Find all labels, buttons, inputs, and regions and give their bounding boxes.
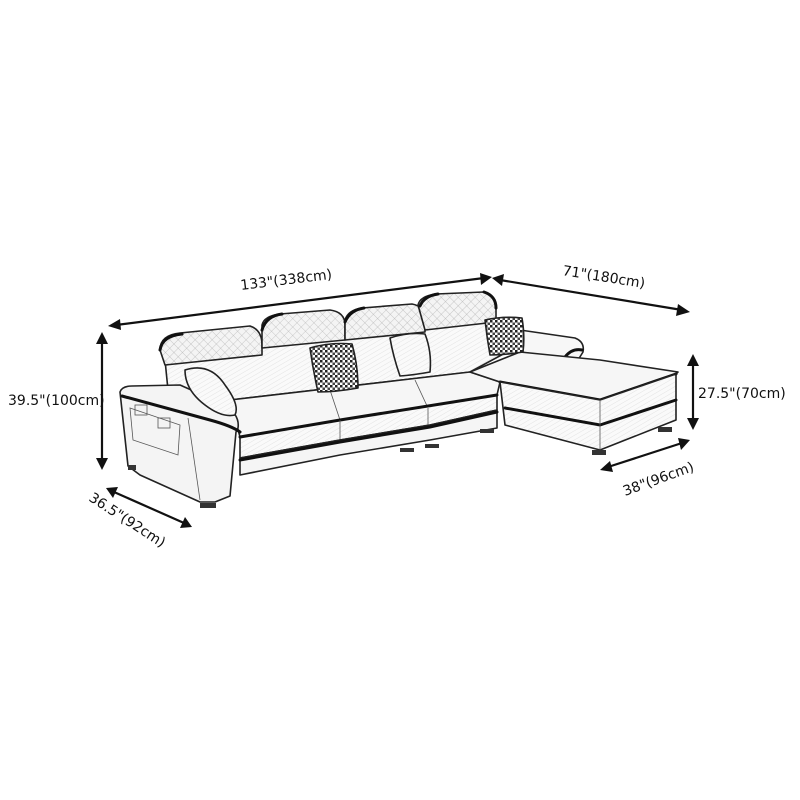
chaise-length-arrow xyxy=(492,274,690,316)
chaise-depth-arrow xyxy=(600,438,690,472)
pillow-plain xyxy=(389,332,432,377)
overall-height-arrow xyxy=(96,332,108,470)
total-length-label: 133"(338cm) xyxy=(240,267,333,294)
chaise-height-arrow xyxy=(687,354,699,430)
side-pocket-2 xyxy=(157,417,171,429)
sofa-illustration xyxy=(119,290,679,508)
chaise-depth-label: 38"(96cm) xyxy=(621,459,696,499)
seat-depth-arrow xyxy=(106,487,192,528)
leg xyxy=(400,448,414,452)
leg xyxy=(128,465,136,470)
leg xyxy=(480,429,494,433)
dimension-arrows xyxy=(96,273,699,528)
leg xyxy=(592,450,606,455)
pillow-left xyxy=(184,367,238,417)
seat-depth-label: 36.5"(92cm) xyxy=(86,490,168,551)
chaise-length-label: 71"(180cm) xyxy=(561,263,646,292)
leg xyxy=(200,503,216,508)
pillow-houndstooth-2 xyxy=(484,316,525,356)
leg xyxy=(425,444,439,448)
overall-height-label: 39.5"(100cm) xyxy=(8,393,105,409)
leg xyxy=(658,427,672,432)
chaise-height-label: 27.5"(70cm) xyxy=(698,386,786,402)
total-length-arrow xyxy=(108,273,492,330)
pillow-houndstooth-1 xyxy=(309,342,359,393)
